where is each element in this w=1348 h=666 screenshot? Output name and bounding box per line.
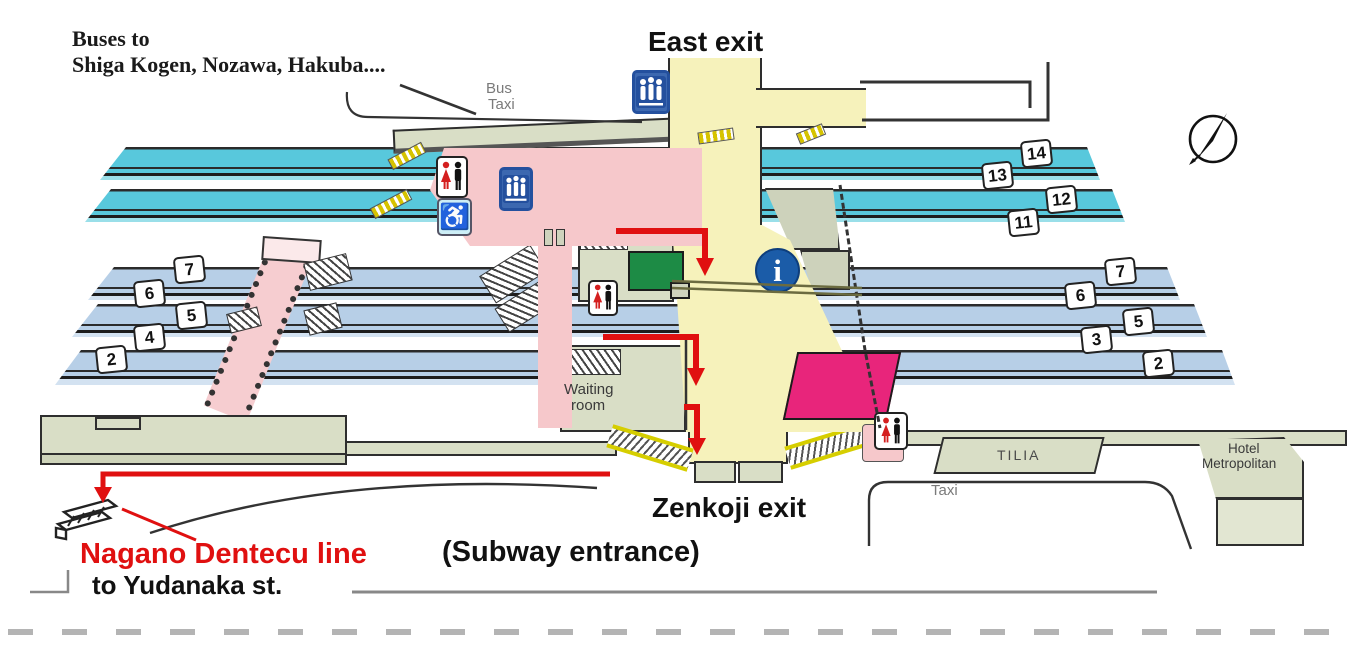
escalator-figures xyxy=(636,76,666,108)
shop-box xyxy=(782,352,902,420)
tilia-label: TILIA xyxy=(997,447,1041,463)
taxi-road-line xyxy=(867,480,1193,550)
platform-badge-5-left: 5 xyxy=(174,300,209,331)
restroom-icon xyxy=(588,280,618,316)
platform-badge-2-right: 2 xyxy=(1141,348,1176,379)
east-walkway-rail xyxy=(862,62,1050,122)
escalator-figures xyxy=(502,175,530,203)
platform-badge-2-left: 2 xyxy=(94,344,129,375)
platform-badge-3-right: 3 xyxy=(1079,324,1114,355)
dentecu-line-label: Nagano Dentecu line xyxy=(80,538,367,570)
restroom-figures xyxy=(441,161,462,190)
escalator-icon xyxy=(499,167,533,211)
platform-badge-11: 11 xyxy=(1006,207,1041,238)
platform-badge-4-left: 4 xyxy=(132,322,167,353)
info-glyph: i xyxy=(773,252,782,288)
restroom-figures xyxy=(880,417,900,443)
buses-note-line2: Shiga Kogen, Nozawa, Hakuba.... xyxy=(72,52,386,77)
platform-badge-5-right: 5 xyxy=(1121,306,1156,337)
annotation-curve xyxy=(149,482,598,535)
restroom-figures xyxy=(593,284,612,310)
platform-badge-7-right: 7 xyxy=(1103,256,1138,287)
pink-passage xyxy=(538,243,572,428)
zenkoji-block-right xyxy=(738,461,783,483)
hotel-roof xyxy=(1198,437,1304,499)
wheelchair-icon: ♿ xyxy=(437,198,472,236)
west-building-notch xyxy=(95,417,141,430)
escalator-icon xyxy=(632,70,670,114)
zenkoji-exit-label: Zenkoji exit xyxy=(652,492,807,523)
subway-entrance-icon xyxy=(50,494,126,542)
hotel-label-line1: Hotel xyxy=(1228,441,1260,456)
waiting-room-label-line2: room xyxy=(571,397,606,414)
subway-entrance-label: (Subway entrance) xyxy=(442,536,700,568)
bus-label: Bus xyxy=(486,80,512,97)
platform-badge-6-left: 6 xyxy=(132,278,167,309)
zenkoji-block-left xyxy=(694,461,736,483)
south-walkway xyxy=(345,441,617,456)
east-branch-corridor xyxy=(756,88,866,128)
map-boundary-dashed-line xyxy=(8,629,1340,635)
buses-note-line1: Buses to xyxy=(72,26,150,51)
wheelchair-glyph: ♿ xyxy=(438,202,471,231)
waiting-room-label-line1: Waiting xyxy=(564,381,614,398)
east-exit-label: East exit xyxy=(648,26,764,57)
platform-badge-7-left: 7 xyxy=(172,254,207,285)
hotel-front xyxy=(1216,498,1304,546)
hotel-label-line2: Metropolitan xyxy=(1202,456,1277,471)
east-walkway-rail xyxy=(860,80,1032,108)
west-building xyxy=(40,415,347,465)
bus-pointer-line xyxy=(399,83,477,116)
gray-corner-line xyxy=(30,570,70,594)
restroom-icon xyxy=(874,412,908,450)
platform-badge-14: 14 xyxy=(1019,138,1054,169)
footbridge-landing xyxy=(261,235,322,265)
yudanaka-label: to Yudanaka st. xyxy=(92,570,283,600)
platform-badge-13: 13 xyxy=(980,160,1015,191)
restroom-icon xyxy=(436,156,468,198)
taxi-label-small: Taxi xyxy=(488,96,515,113)
platform-badge-12: 12 xyxy=(1044,184,1079,215)
info-icon: i xyxy=(755,248,800,293)
compass-icon xyxy=(1183,105,1245,171)
pillar xyxy=(544,229,553,246)
pillar xyxy=(556,229,565,246)
ticket-gate-tab xyxy=(670,282,690,299)
platform-badge-6-right: 6 xyxy=(1063,280,1098,311)
taxi-label-right: Taxi xyxy=(931,482,958,499)
